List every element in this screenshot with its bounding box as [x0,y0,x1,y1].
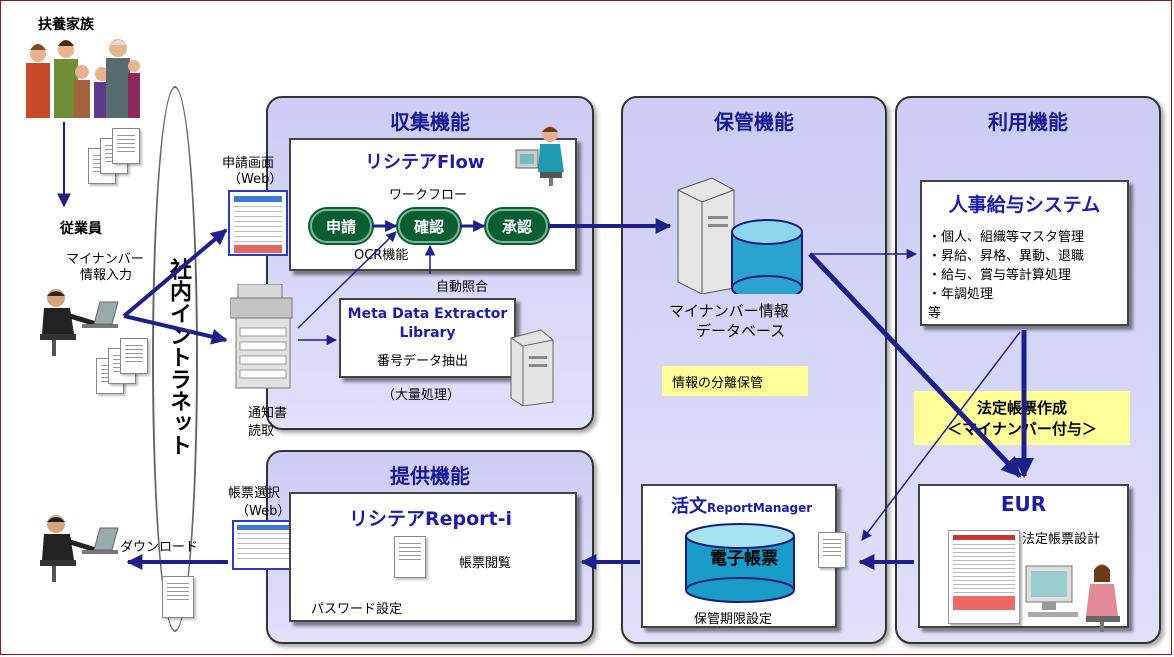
hr-item-1: ・個人、組織等マスタ管理 [928,230,1085,245]
report-title: リシテアReport-i [349,508,513,530]
designer-at-pc-icon [1025,564,1120,632]
step-confirm: 確認 [398,209,460,243]
legal-form-label-1: 法定帳票作成 [976,399,1067,417]
hr-item-2: ・昇給、昇格、異動、退職 [928,249,1085,264]
db-server-icon [677,177,803,294]
step-approve: 承認 [486,209,548,243]
hr-title: 人事給与システム [948,194,1101,216]
mde-title-2: Library [399,325,456,341]
katsubun-title: 活文ReportManager [671,496,813,517]
operator-icon [515,126,564,186]
employee-label: 従業員 [60,221,102,237]
collect-title: 収集機能 [390,110,470,134]
hr-item-5: 等 [928,306,942,321]
employee-at-pc-icon [40,289,119,356]
db-label-1: マイナンバー情報 [669,302,789,320]
workflow-label: ワークフロー [389,188,468,203]
mde-server-icon [510,329,554,406]
employee-input-label-2: 情報入力 [80,268,133,283]
form-select-label-1: 帳票選択 [228,486,281,501]
e-form-db-icon [685,523,795,603]
form-select-label-2: （Web） [236,504,291,519]
separation-label: 情報の分離保管 [672,376,764,391]
eur-design-label: 法定帳票設計 [1022,532,1101,547]
apply-screen-label-1: 申請画面 [222,156,275,171]
db-label-2: データベース [696,322,786,340]
e-form-label: 電子帳票 [710,549,778,569]
user-at-pc-icon [40,515,119,582]
employee-doc-icon [120,338,148,374]
legal-form-label-2: ＜マイナンバー付与＞ [947,420,1097,438]
hr-item-3: ・給与、賞与等計算処理 [928,268,1072,283]
password-label: パスワード設定 [311,602,403,617]
mde-box: Meta Data Extractor Library 番号データ抽出 [339,298,516,378]
storage-title: 保管機能 [714,110,794,134]
legal-form-note: 法定帳票作成 ＜マイナンバー付与＞ [914,391,1130,445]
eur-form-thumbnail [948,530,1020,624]
family-icon [26,39,140,118]
notice-label-2: 読取 [248,424,275,439]
apply-screen-thumbnail[interactable] [228,190,288,256]
intranet-label: 社内イントラネット [166,258,191,456]
report-doc-icon [394,536,426,578]
retention-label: 保管期限設定 [694,612,773,627]
katsubun-doc-icon [818,532,846,568]
mde-desc-1: 番号データ抽出 [377,354,469,369]
hr-system-box: 人事給与システム ・個人、組織等マスタ管理 ・昇給、昇格、異動、退職 ・給与、賞… [920,180,1129,326]
download-label: ダウンロード [120,540,199,555]
usage-title: 利用機能 [988,110,1068,134]
auto-match-label: 自動照合 [436,280,489,295]
separation-note: 情報の分離保管 [662,366,808,396]
ocr-label: OCR機能 [354,248,409,263]
family-label: 扶養家族 [38,17,94,33]
step-apply: 申請 [310,209,372,243]
family-doc-icon [112,128,140,164]
intranet-ellipse [152,86,198,632]
mde-desc-2: （大量処理） [382,388,461,403]
download-doc-icon [162,576,194,618]
flow-title: リシテアFlow [365,152,485,173]
hr-item-4: ・年調処理 [928,287,994,302]
copier-icon [230,284,293,389]
apply-screen-label-2: （Web） [228,172,283,187]
mde-title-1: Meta Data Extractor [347,306,508,322]
form-view-label: 帳票閲覧 [459,556,512,571]
notice-label-1: 通知書 [248,406,288,421]
provide-title: 提供機能 [390,464,470,488]
report-box: リシテアReport-i 帳票閲覧 パスワード設定 [289,492,577,622]
eur-title: EUR [1000,492,1047,516]
